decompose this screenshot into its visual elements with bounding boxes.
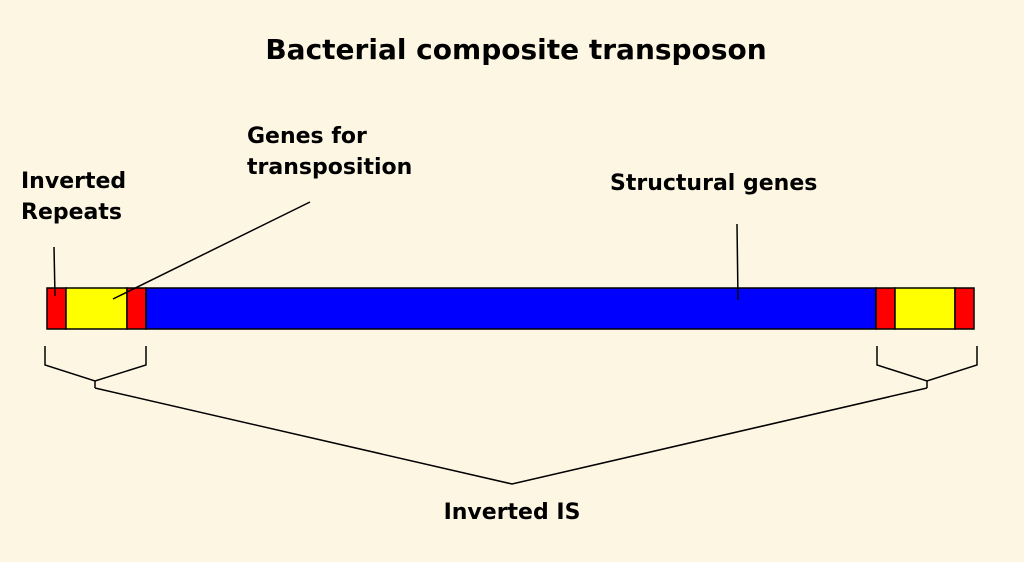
pointer-structural-genes xyxy=(736,223,739,301)
label-structural-genes: Structural genes xyxy=(610,171,817,196)
diagram-title: Bacterial composite transposon xyxy=(265,33,766,66)
inverted-is-brace xyxy=(94,387,928,485)
pointer-inverted-repeats xyxy=(53,246,56,297)
right-transposition-genes xyxy=(894,287,956,330)
structural-genes-segment xyxy=(145,287,877,330)
left-transposition-genes xyxy=(65,287,128,330)
label-genes-for-transposition-line1: Genes for xyxy=(247,124,367,149)
right-inverted-repeat-inner xyxy=(875,287,896,330)
label-inverted-repeats-line2: Repeats xyxy=(21,200,122,225)
right-inverted-repeat-outer xyxy=(954,287,975,330)
pointer-lines xyxy=(53,201,739,301)
label-genes-for-transposition-line2: transposition xyxy=(247,155,412,180)
right-is-brace xyxy=(876,346,978,382)
left-inverted-repeat-inner xyxy=(126,287,147,330)
pointer-genes-for-transposition xyxy=(112,201,311,300)
braces xyxy=(44,346,978,485)
transposon-bar xyxy=(46,287,975,330)
label-inverted-repeats-line1: Inverted xyxy=(21,169,126,194)
left-inverted-repeat-outer xyxy=(46,287,67,330)
label-inverted-is: Inverted IS xyxy=(444,500,581,525)
left-is-brace xyxy=(44,346,147,382)
